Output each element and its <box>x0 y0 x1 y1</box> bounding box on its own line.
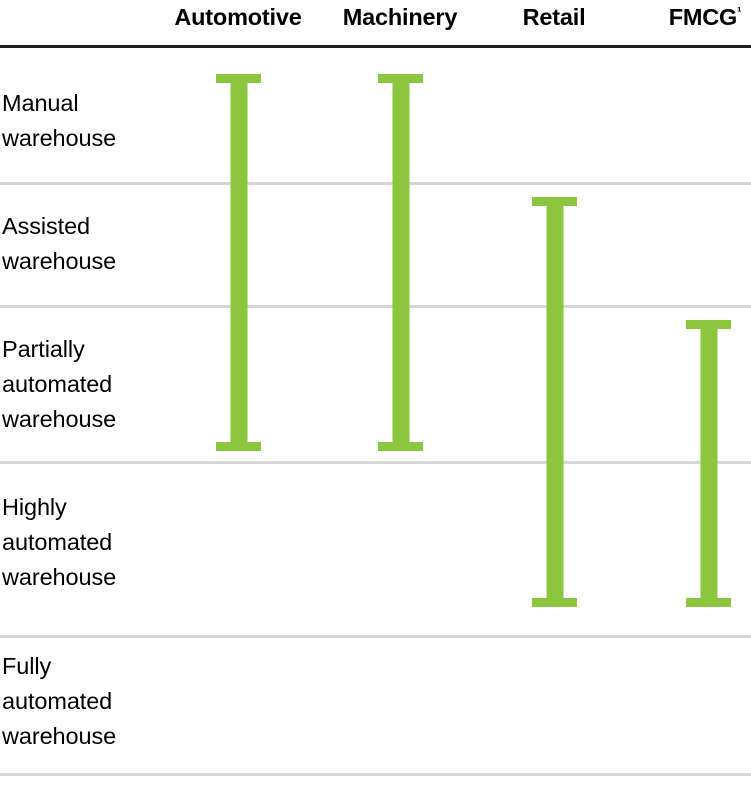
row-separator-bottom <box>0 773 751 776</box>
range-bar-machinery-cap-bottom <box>378 442 423 451</box>
column-header-retail: Retail <box>523 3 586 31</box>
range-bar-fmcg-stem <box>700 320 717 607</box>
column-header-fmcg: FMCG¹ <box>669 3 742 31</box>
row-label-highly-automated-warehouse-line2: automated <box>2 529 113 555</box>
header-divider-rule <box>0 45 751 48</box>
range-bar-fmcg-cap-top <box>686 320 731 329</box>
range-bar-retail-cap-bottom <box>532 598 577 607</box>
row-label-fully-automated-warehouse-line1: Fully <box>2 653 52 679</box>
range-bar-retail <box>532 197 577 607</box>
row-label-partially-automated-warehouse: Partially automated warehouse <box>2 332 192 437</box>
row-label-assisted-warehouse-line1: Assisted <box>2 213 91 239</box>
range-bar-fmcg-cap-bottom <box>686 598 731 607</box>
row-label-assisted-warehouse: Assisted warehouse <box>2 209 192 279</box>
column-header-row: Automotive Machinery Retail FMCG¹ <box>0 0 751 46</box>
row-label-fully-automated-warehouse: Fully automated warehouse <box>2 649 192 754</box>
range-bar-automotive <box>216 74 261 451</box>
row-separator-2 <box>0 305 751 308</box>
range-bar-fmcg <box>686 320 731 607</box>
row-separator-1 <box>0 182 751 185</box>
column-header-fmcg-label: FMCG <box>668 4 738 30</box>
row-label-fully-automated-warehouse-line3: warehouse <box>2 723 117 749</box>
row-label-highly-automated-warehouse-line3: warehouse <box>2 564 117 590</box>
row-label-partially-automated-warehouse-line2: automated <box>2 371 113 397</box>
column-header-automotive: Automotive <box>174 3 301 31</box>
range-bar-automotive-cap-bottom <box>216 442 261 451</box>
range-bar-retail-cap-top <box>532 197 577 206</box>
row-label-partially-automated-warehouse-line3: warehouse <box>2 406 117 432</box>
range-bar-machinery-stem <box>392 74 409 451</box>
row-separator-4 <box>0 635 751 638</box>
row-label-assisted-warehouse-line2: warehouse <box>2 248 117 274</box>
range-bar-automotive-cap-top <box>216 74 261 83</box>
row-separator-3 <box>0 461 751 464</box>
column-header-fmcg-footnote-marker: ¹ <box>737 4 742 20</box>
column-header-machinery-label: Machinery <box>342 4 458 30</box>
row-label-highly-automated-warehouse-line1: Highly <box>2 494 67 520</box>
column-header-automotive-label: Automotive <box>174 4 302 30</box>
row-label-fully-automated-warehouse-line2: automated <box>2 688 113 714</box>
range-bar-machinery <box>378 74 423 451</box>
column-header-machinery: Machinery <box>342 3 458 31</box>
range-bar-automotive-stem <box>230 74 247 451</box>
row-label-partially-automated-warehouse-line1: Partially <box>2 336 85 362</box>
row-label-manual-warehouse-line2: warehouse <box>2 125 117 151</box>
range-bar-machinery-cap-top <box>378 74 423 83</box>
row-label-manual-warehouse-line1: Manual <box>2 90 79 116</box>
column-header-retail-label: Retail <box>522 4 586 30</box>
range-bar-retail-stem <box>546 197 563 607</box>
row-label-manual-warehouse: Manual warehouse <box>2 86 192 156</box>
row-label-highly-automated-warehouse: Highly automated warehouse <box>2 490 192 595</box>
